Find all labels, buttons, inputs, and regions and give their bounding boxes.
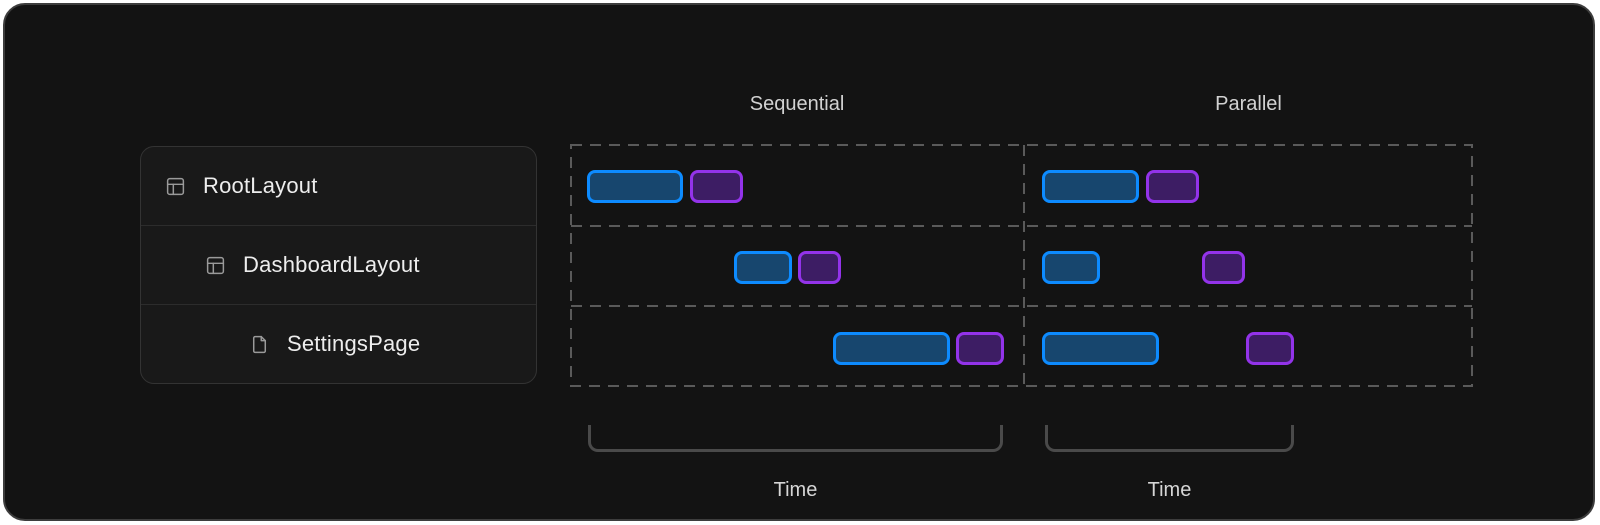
parallel-rootlayout-purple-bar [1146,170,1199,203]
parallel-header: Parallel [1215,93,1282,115]
tree-label-settingspage: SettingsPage [287,331,421,356]
parallel-time-label: Time [1147,479,1192,501]
file-icon [249,334,270,355]
sequential-settingspage-blue-bar [833,332,950,365]
parallel-settingspage-purple-bar [1246,332,1294,365]
sequential-settingspage-purple-bar [956,332,1004,365]
dashed-grid-lines [570,144,1473,387]
component-tree-card: RootLayout DashboardLayout SettingsPage [140,146,537,384]
tree-row-rootlayout: RootLayout [141,147,536,225]
sequential-time-bracket [588,425,1003,452]
timeline-grid [570,144,1473,387]
parallel-settingspage-blue-bar [1042,332,1159,365]
tree-row-dashboardlayout: DashboardLayout [141,225,536,304]
sequential-rootlayout-purple-bar [690,170,743,203]
parallel-time-bracket [1045,425,1294,452]
sequential-header: Sequential [749,93,845,115]
sequential-dashboardlayout-blue-bar [734,251,792,284]
tree-label-dashboardlayout: DashboardLayout [243,252,420,277]
diagram-panel: RootLayout DashboardLayout SettingsPage … [3,3,1595,521]
parallel-dashboardlayout-purple-bar [1202,251,1245,284]
sequential-time-label: Time [773,479,818,501]
sequential-dashboardlayout-purple-bar [798,251,841,284]
layout-icon [205,255,226,276]
parallel-rootlayout-blue-bar [1042,170,1139,203]
tree-row-settingspage: SettingsPage [141,304,536,383]
layout-icon [165,176,186,197]
parallel-dashboardlayout-blue-bar [1042,251,1100,284]
sequential-rootlayout-blue-bar [587,170,683,203]
tree-label-rootlayout: RootLayout [203,173,318,198]
